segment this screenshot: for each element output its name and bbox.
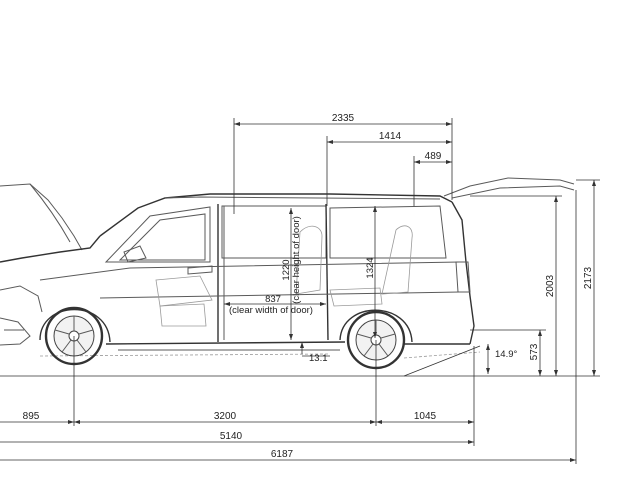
dim-label-1414: 1414 (379, 131, 402, 142)
dim-label-837: 837 (265, 294, 281, 305)
dim-label-13-1: 13.1 (309, 353, 328, 364)
dim-label-2173: 2173 (583, 266, 594, 289)
dim-3200 (74, 420, 376, 424)
dim-label-2003: 2003 (545, 274, 556, 297)
dim-door-width (224, 302, 326, 306)
dim-2335 (233, 118, 453, 214)
dim-1414 (326, 136, 452, 206)
dim-895 (0, 420, 74, 424)
dim-label-895: 895 (23, 411, 40, 422)
dim-door-height (289, 208, 293, 340)
dim-label-1220: 1220 (281, 259, 292, 280)
dim-departure-angle (403, 344, 490, 377)
dim-label-489: 489 (425, 151, 442, 162)
van-outline (0, 177, 575, 359)
dim-label-6187: 6187 (271, 449, 294, 460)
dim-6187 (0, 458, 576, 462)
dim-interior-height (373, 206, 377, 338)
dim-label-837-note: (clear width of door) (229, 305, 313, 316)
dim-label-5140: 5140 (220, 431, 243, 442)
dim-2173 (576, 179, 600, 376)
dim-sill-offset (300, 342, 330, 357)
dim-573 (470, 329, 546, 376)
dim-1045 (376, 420, 474, 424)
dim-label-1220-note: (clear height of door) (291, 216, 302, 304)
dim-label-angle: 14.9° (495, 349, 517, 360)
dim-bottom-extension-lines (73, 190, 577, 464)
dim-label-2335: 2335 (332, 113, 355, 124)
dim-label-573: 573 (529, 343, 540, 360)
dim-label-1324: 1324 (365, 257, 376, 278)
dim-489 (413, 156, 452, 206)
dim-2003 (470, 195, 562, 376)
dim-label-3200: 3200 (214, 411, 237, 422)
dim-label-1045: 1045 (414, 411, 437, 422)
dim-5140 (0, 440, 474, 444)
